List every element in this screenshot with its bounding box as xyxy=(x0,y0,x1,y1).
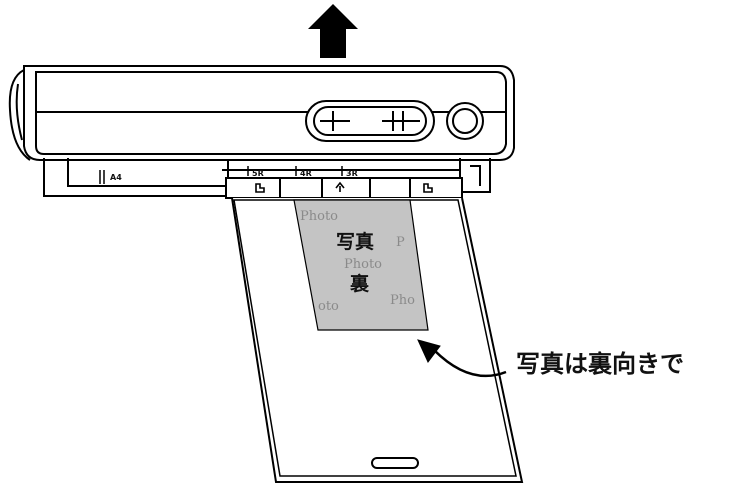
photo-watermark: Photo xyxy=(300,209,338,224)
size-guide: A4 5R 4R 3R xyxy=(99,166,358,184)
scanner-controls xyxy=(305,100,484,142)
size-mark: 4R xyxy=(300,169,312,178)
photo: Photo P Photo oto Pho 写真 裏 xyxy=(293,199,429,331)
callout-arrow-icon xyxy=(417,339,507,378)
corner-icon xyxy=(255,183,265,193)
carrier-slot xyxy=(371,457,419,469)
corner-icon xyxy=(423,183,433,193)
photo-back-label: 裏 xyxy=(349,272,370,295)
callout-text: 写真は裏向きで xyxy=(516,350,684,378)
photo-back-label: 写真 xyxy=(336,230,374,253)
tab-glyphs xyxy=(255,181,433,193)
size-mark: 5R xyxy=(252,169,264,178)
size-mark: A4 xyxy=(110,173,122,182)
photo-watermark: oto xyxy=(318,299,339,314)
photo-watermark: Pho xyxy=(390,293,415,308)
size-mark: 3R xyxy=(346,169,358,178)
center-mark-icon xyxy=(335,181,345,192)
photo-watermark: Photo xyxy=(344,257,382,272)
insert-direction-arrow-icon xyxy=(308,4,358,58)
photo-carrier-sheet xyxy=(225,177,524,483)
photo-watermark: P xyxy=(396,235,405,250)
